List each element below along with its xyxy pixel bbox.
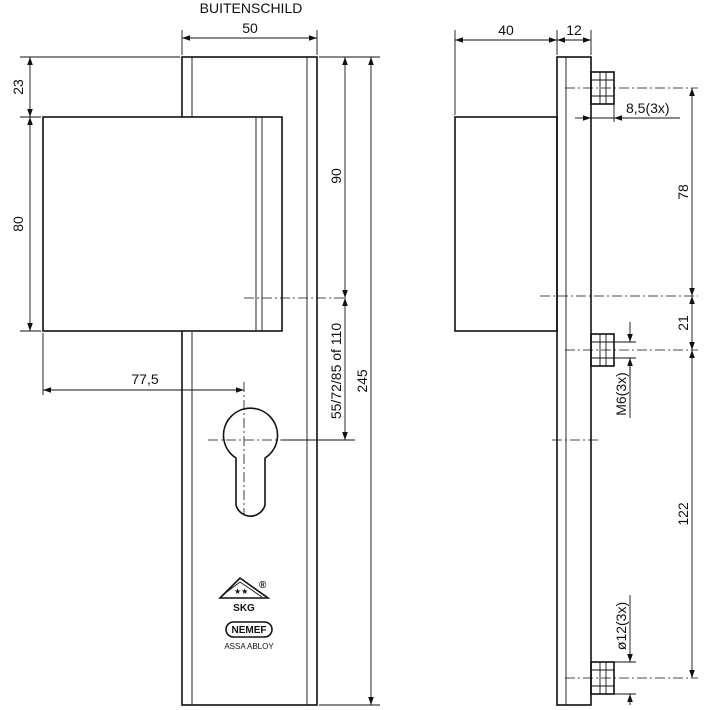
- dim-handle-to-center: 90: [328, 168, 344, 184]
- dim-handle-projection: 77,5: [131, 371, 158, 387]
- dim-total-height: 245: [354, 369, 370, 393]
- dim-plate-thickness: 12: [566, 22, 582, 38]
- nemef-logo: NEMEF ASSA ABLOY: [224, 621, 274, 651]
- side-dimensions: 40 12 8,5(3x) 78 21 122 M6(3x) ø12(3x): [454, 22, 695, 705]
- dim-middle-spacing: 21: [675, 315, 691, 331]
- skg-logo: ★★ ® SKG: [218, 576, 271, 614]
- front-view: [42, 56, 345, 706]
- dim-plate-width: 50: [242, 20, 258, 36]
- cylinder-hole: [222, 407, 279, 517]
- handle-front: [42, 116, 283, 332]
- dim-top-spacing: 78: [675, 184, 691, 200]
- drawing-title: BUITENSCHILD: [200, 0, 303, 16]
- svg-text:★★: ★★: [234, 587, 248, 596]
- dim-handle-height: 80: [10, 216, 26, 232]
- dim-side-depth: 40: [498, 22, 514, 38]
- nemef-text: NEMEF: [232, 625, 267, 636]
- skg-text: SKG: [233, 603, 255, 614]
- front-dimensions: 50 BUITENSCHILD 23 80 77,5 90 55/72/85 o…: [10, 0, 380, 706]
- dim-diameter: ø12(3x): [613, 602, 629, 650]
- skg-mark: ®: [259, 580, 267, 591]
- side-handle: [454, 116, 558, 332]
- dim-bottom-spacing: 122: [675, 502, 691, 526]
- side-view: [454, 56, 698, 706]
- assa-abloy-text: ASSA ABLOY: [224, 642, 274, 651]
- dim-backset: 55/72/85 of 110: [328, 323, 344, 419]
- dim-thread: M6(3x): [613, 372, 629, 416]
- dim-top-offset: 23: [10, 79, 26, 95]
- escutcheon-plate: [181, 56, 318, 706]
- side-plate: [556, 56, 592, 706]
- dim-screw-depth: 8,5(3x): [626, 100, 670, 116]
